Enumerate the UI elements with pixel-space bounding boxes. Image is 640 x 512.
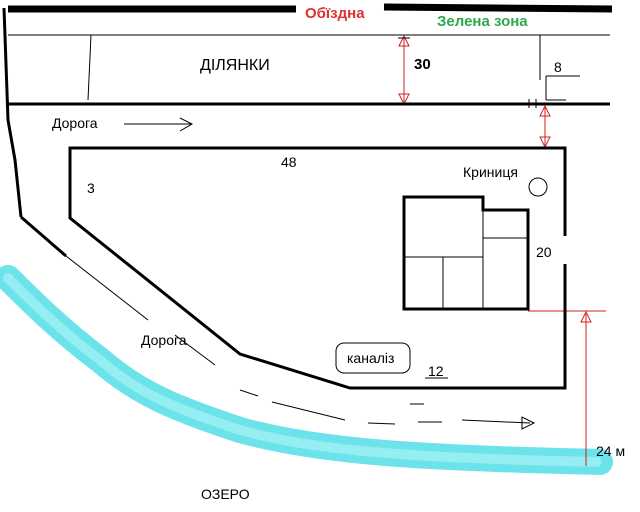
dim-24-arrowhead bbox=[580, 310, 592, 323]
left-road-dashes bbox=[65, 255, 531, 425]
dim-3-label: 3 bbox=[87, 180, 95, 196]
plots-divider-left bbox=[87, 34, 92, 101]
house-outline bbox=[402, 195, 530, 311]
dim-24-label: 24 м bbox=[596, 443, 625, 459]
lake-label: ОЗЕРО bbox=[201, 486, 250, 502]
bypass-label: Обїздна bbox=[305, 5, 365, 22]
dim-8-red-arrowhead-top bbox=[539, 104, 551, 117]
well-label: Криниця bbox=[463, 164, 518, 180]
dim-8-label: 8 bbox=[554, 59, 562, 75]
lake-shore bbox=[0, 265, 613, 475]
road-top-label: Дорога bbox=[52, 115, 98, 131]
dim-20-gap bbox=[558, 236, 572, 266]
dim-8-red-arrowhead-bottom bbox=[539, 136, 551, 149]
left-road-edge bbox=[20, 215, 67, 258]
dim-30-arrowhead-top bbox=[398, 34, 410, 47]
road-top-arrow-icon bbox=[179, 117, 194, 132]
dim-12-label: 12 bbox=[428, 363, 444, 379]
dim-48-label: 48 bbox=[281, 154, 297, 170]
lake-shore-texture bbox=[3, 273, 605, 467]
well-icon bbox=[528, 177, 548, 197]
plots-label: ДІЛЯНКИ bbox=[200, 57, 270, 74]
left-boundary bbox=[2, 7, 23, 218]
road-bottom-label: Дорога bbox=[141, 332, 187, 348]
bottom-road-arrowhead bbox=[521, 416, 536, 430]
dim-20-label: 20 bbox=[536, 244, 552, 260]
property-outline bbox=[68, 146, 567, 390]
green-zone-label: Зелена зона bbox=[437, 13, 528, 30]
sewer-label: каналіз bbox=[347, 350, 394, 366]
bypass-road-right bbox=[383, 3, 613, 13]
dim-30-arrowhead-bottom bbox=[398, 93, 410, 106]
dim-30-label: 30 bbox=[414, 56, 431, 73]
sewer-box[interactable] bbox=[335, 342, 411, 374]
